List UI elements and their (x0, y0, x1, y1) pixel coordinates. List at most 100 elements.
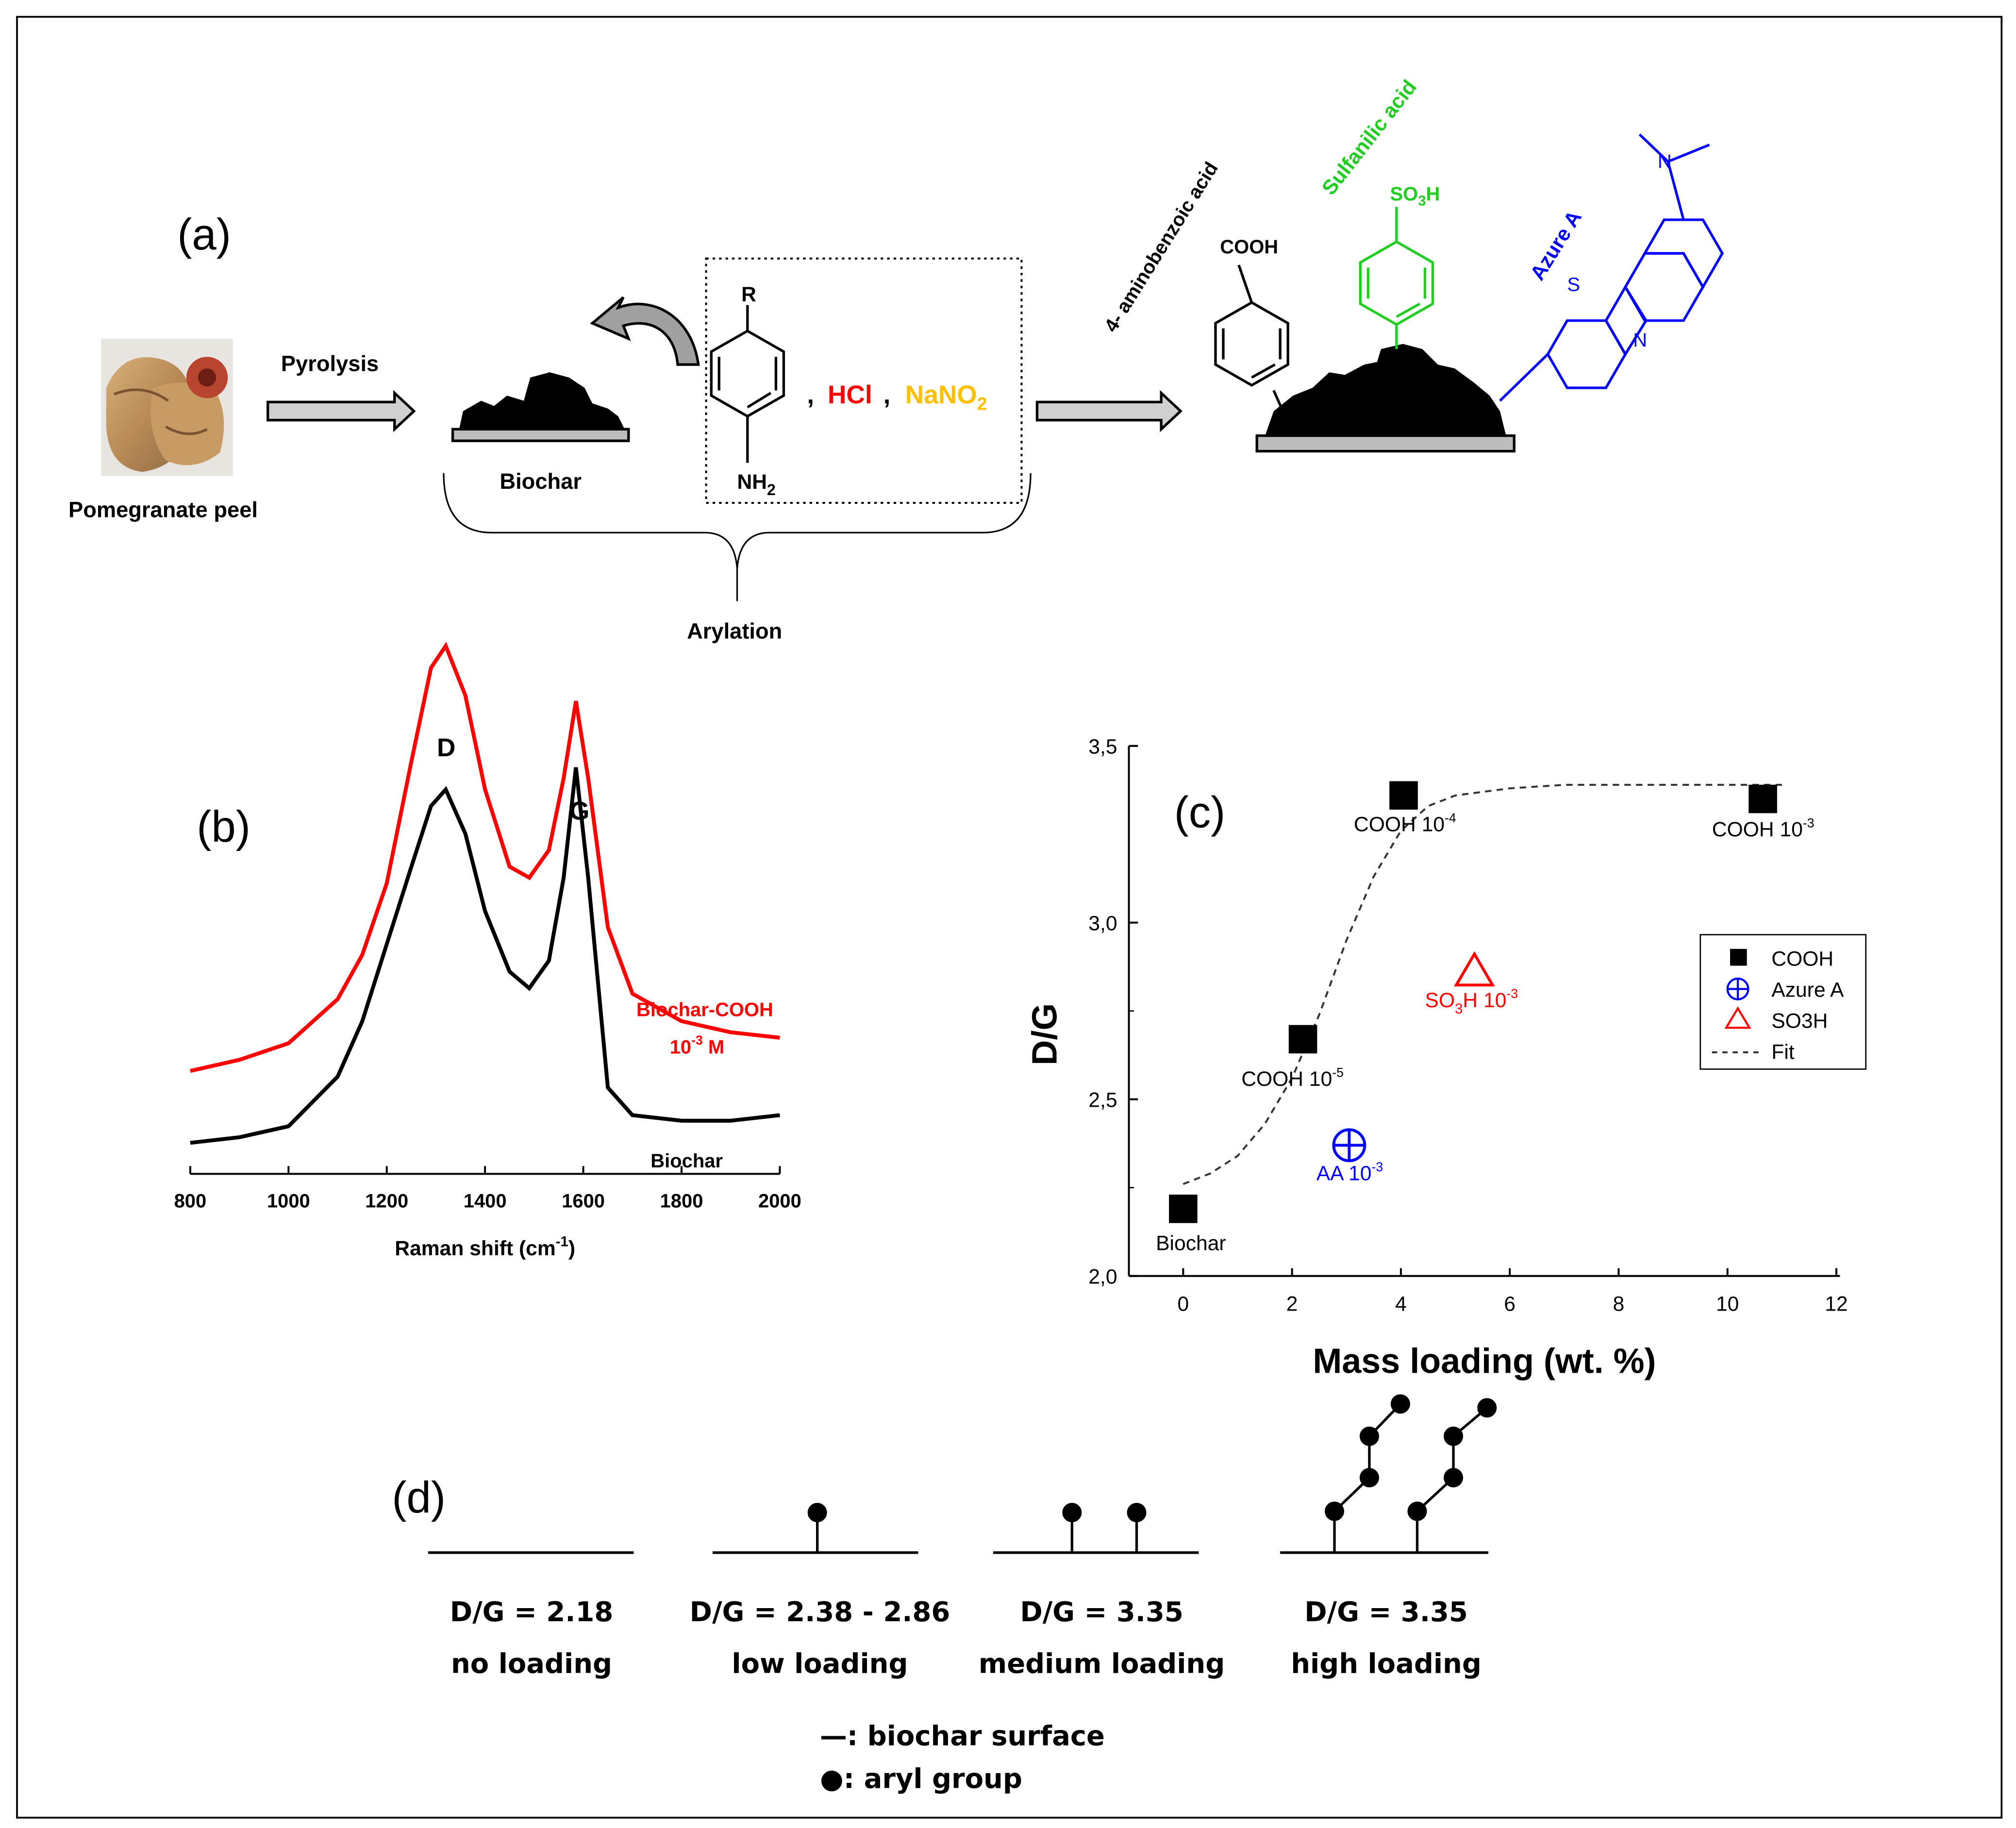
dg-axis-ticks: 0 2 4 6 8 10 12 2,0 2,5 3,0 3,5 (1088, 735, 1848, 1316)
aryl-dot (1062, 1503, 1082, 1523)
peak-d-label: D (437, 733, 455, 762)
panel-d: (d) D/G = 2.18 no loading D/G = 2.38 - 2… (392, 1394, 1497, 1795)
panel-c-label: (c) (1174, 788, 1226, 837)
raman-x-axis-label: Raman shift (cm-1) (395, 1233, 575, 1260)
raman-x-tick-label: 2000 (758, 1191, 801, 1212)
legend-aryl-group: ●: aryl group (820, 1763, 1022, 1795)
raman-curve-biochar-cooh (190, 642, 780, 1073)
label-cooh3-point: COOH 10-3 (1712, 816, 1815, 842)
loading-state-labels: D/G = 2.18 no loading D/G = 2.38 - 2.86 … (450, 1596, 1482, 1680)
cooh-point-marker (1288, 1025, 1317, 1054)
dg-data-points (1169, 781, 1777, 1223)
raman-x-tick-label: 1200 (365, 1191, 408, 1212)
aminobenzoic-acid-label: 4- aminobenzoic acid (1100, 158, 1222, 336)
state-2-dg: D/G = 3.35 (1020, 1596, 1183, 1628)
azure-a-structure (1499, 133, 1724, 402)
hcl-reagent: HCl (828, 381, 872, 409)
panel-a: (a) Pomegranate peel Pyrolysis Biochar (68, 76, 1724, 644)
state-1-desc: low loading (732, 1648, 908, 1679)
state-1-dg: D/G = 2.38 - 2.86 (690, 1596, 950, 1628)
raman-x-ticks: 800 1000 1200 1400 1600 1800 2000 (174, 1166, 801, 1212)
panel-d-label: (d) (392, 1473, 446, 1522)
comma-2: , (883, 381, 890, 409)
dg-fit-curve (1183, 783, 1782, 1185)
cooh-point-marker (1749, 784, 1777, 814)
dg-legend-box (1699, 934, 1866, 1070)
red-curve-label-2: 10-3 M (670, 1033, 724, 1058)
state-0-desc: no loading (451, 1648, 612, 1679)
legend-azure-marker (1726, 978, 1749, 1000)
dg-x-tick-label: 8 (1613, 1293, 1625, 1316)
red-curve-label-1: Biochar-COOH (636, 999, 773, 1020)
panel-b-label: (b) (197, 802, 250, 851)
raman-x-tick-label: 1800 (660, 1191, 703, 1212)
legend-so3h-label: SO3H (1771, 1009, 1828, 1032)
raman-curve-biochar (190, 767, 780, 1145)
reagent-dashed-box (705, 257, 1023, 504)
reagent-r-group: R (741, 283, 756, 306)
biochar-label: Biochar (500, 469, 582, 494)
raman-x-tick-label: 1400 (464, 1191, 507, 1212)
aniline-ring (710, 305, 785, 463)
dg-y-tick-label: 2,5 (1088, 1089, 1117, 1112)
pomegranate-peel-photo (101, 338, 233, 476)
dg-y-tick-label: 3,0 (1088, 912, 1117, 935)
pyrolysis-arrow (267, 390, 416, 432)
panel-a-label: (a) (177, 210, 231, 259)
aryl-groups (807, 1394, 1497, 1553)
so3h-benzene-ring (1359, 207, 1434, 349)
label-cooh4-point: COOH 10-4 (1354, 811, 1456, 836)
raman-x-tick-label: 1000 (267, 1191, 310, 1212)
dg-x-tick-label: 10 (1716, 1293, 1739, 1316)
curved-return-arrow (590, 296, 700, 366)
dg-x-tick-label: 2 (1286, 1293, 1298, 1316)
legend-cooh-marker (1730, 948, 1747, 966)
azure-nitrogen: N (1633, 330, 1647, 351)
dg-y-tick-label: 2,0 (1088, 1265, 1117, 1289)
panel-c: (c) 0 2 4 6 8 10 12 2,0 2,5 3,0 3,5 Biochar COOH 1… (1025, 735, 1866, 1380)
cooh-group-label: COOH (1220, 236, 1278, 258)
dg-x-tick-label: 6 (1504, 1293, 1516, 1316)
sulfanilic-acid-label: Sulfanilic acid (1317, 76, 1421, 199)
legend-cooh-label: COOH (1771, 947, 1833, 971)
legend-azure-label: Azure A (1771, 978, 1844, 1001)
arylation-label: Arylation (687, 619, 782, 644)
azure-a-name-label: Azure A (1526, 206, 1586, 284)
state-3-dg: D/G = 3.35 (1304, 1596, 1468, 1628)
dg-x-tick-label: 0 (1178, 1293, 1189, 1316)
cooh-point-marker (1169, 1195, 1198, 1223)
functionalized-biochar-graphic (1255, 344, 1516, 453)
raman-x-tick-label: 800 (174, 1191, 207, 1212)
dg-y-tick-label: 3,5 (1088, 735, 1117, 759)
state-2-desc: medium loading (979, 1648, 1225, 1679)
azure-sulfur: S (1567, 274, 1580, 295)
cooh-benzene-ring (1214, 265, 1289, 415)
legend-fit-label: Fit (1771, 1040, 1794, 1064)
dg-x-axis-label: Mass loading (wt. %) (1313, 1342, 1656, 1380)
label-cooh5-point: COOH 10-5 (1241, 1065, 1344, 1091)
comma-1: , (807, 381, 814, 409)
cooh-point-marker (1389, 781, 1418, 810)
legend-biochar-surface: —: biochar surface (820, 1721, 1105, 1752)
dg-y-axis-label: D/G (1025, 1003, 1064, 1065)
aryl-dot (1127, 1503, 1147, 1523)
azure-dimethyl-nitrogen: N (1658, 151, 1672, 172)
label-aa-point: AA 10-3 (1316, 1160, 1383, 1185)
pyrolysis-label: Pyrolysis (281, 351, 379, 376)
pomegranate-peel-caption: Pomegranate peel (68, 497, 258, 522)
dg-x-tick-label: 12 (1825, 1293, 1848, 1316)
state-3-desc: high loading (1291, 1648, 1482, 1679)
reagent-amine: NH2 (737, 470, 776, 499)
biochar-graphic (451, 372, 630, 442)
so3h-point-marker (1453, 951, 1495, 987)
legend-so3h-marker (1724, 1006, 1751, 1029)
dg-x-tick-label: 4 (1395, 1293, 1407, 1316)
label-biochar-point: Biochar (1156, 1231, 1226, 1255)
azure-point-marker (1332, 1128, 1366, 1163)
figure-border (16, 16, 2003, 1819)
raman-x-tick-label: 1600 (562, 1191, 605, 1212)
aryl-dot (807, 1503, 827, 1523)
arylation-arrow (1035, 390, 1183, 432)
